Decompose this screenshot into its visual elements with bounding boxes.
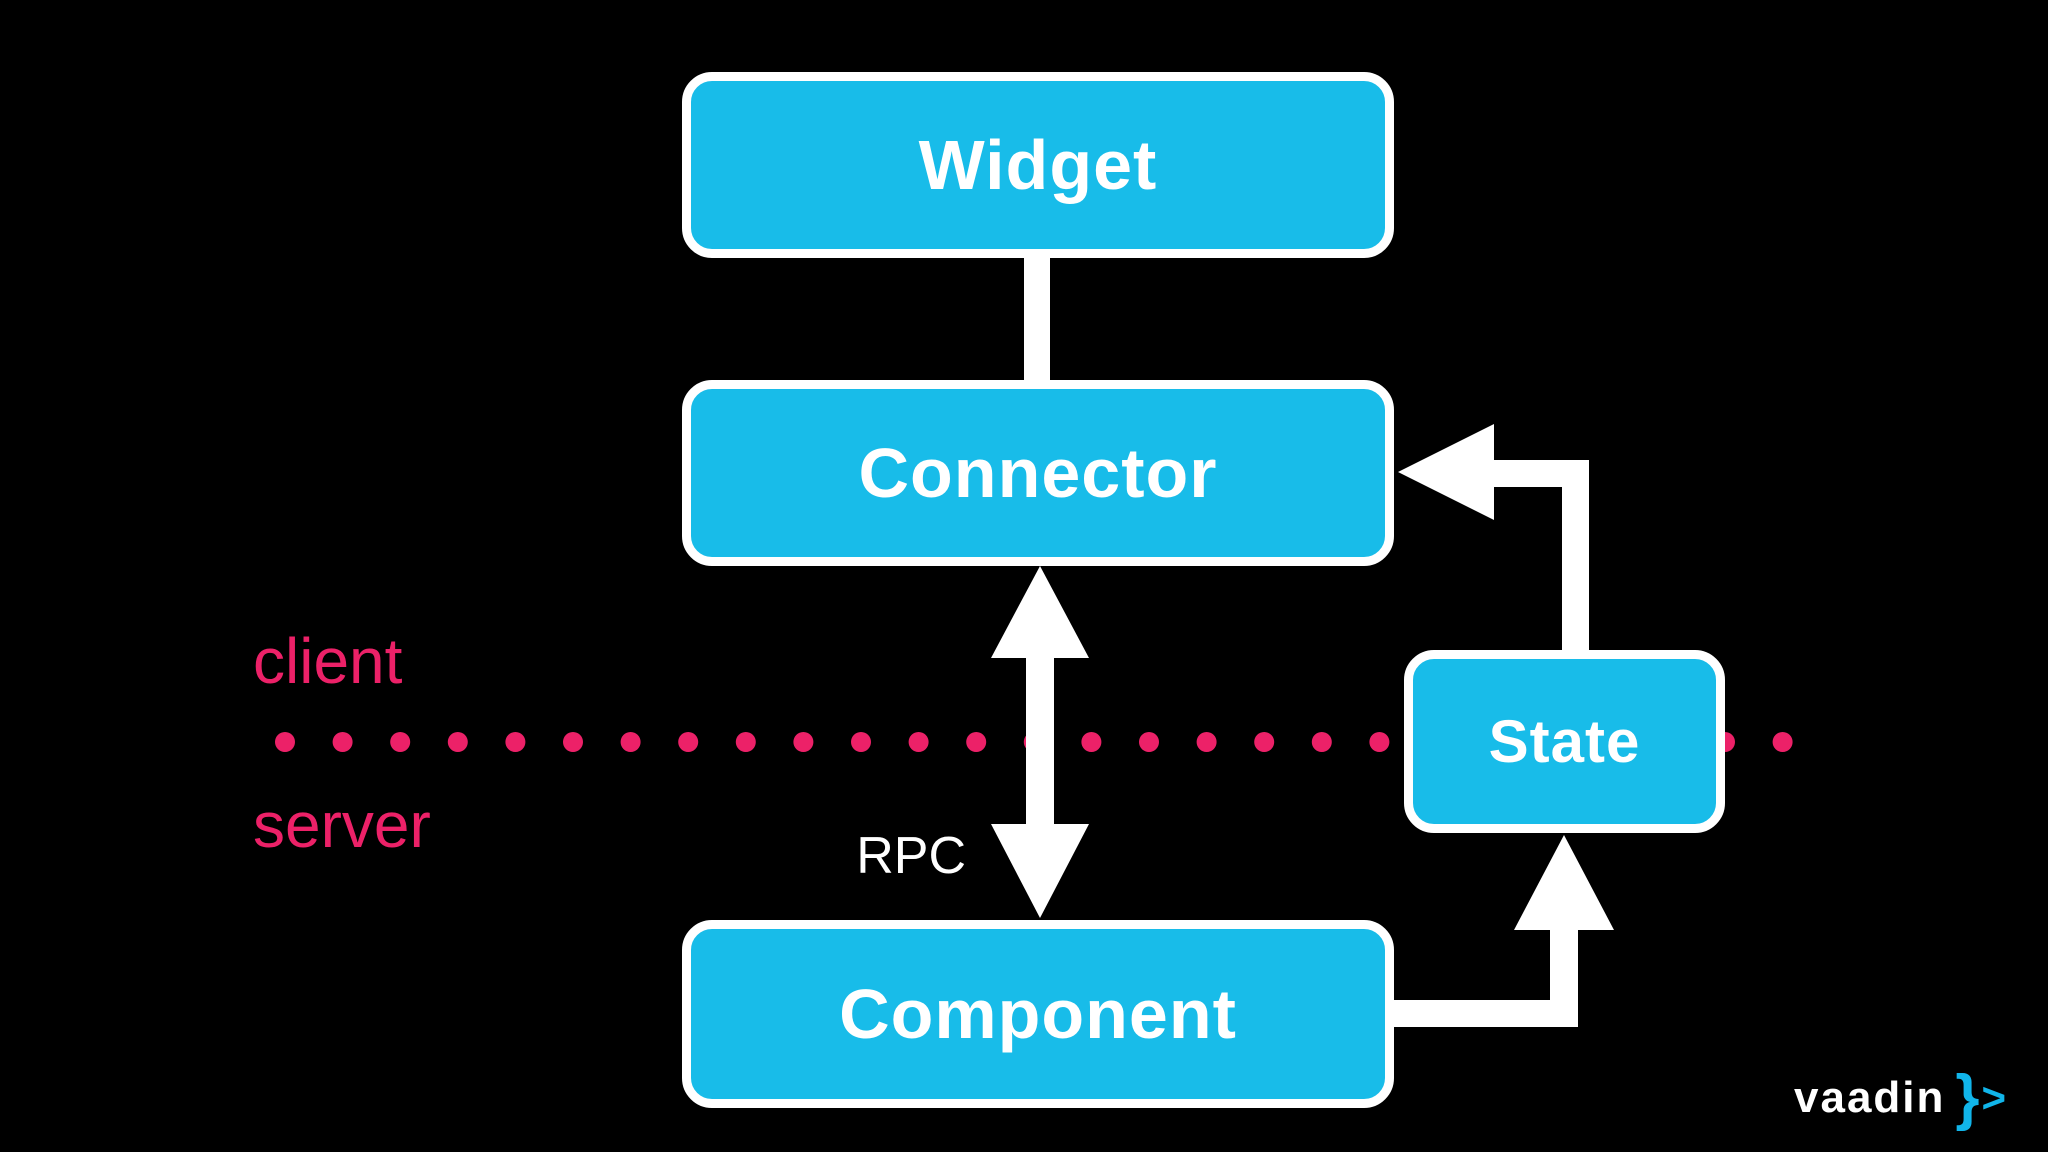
vaadin-logo-brace-icon: }	[1955, 1063, 1980, 1132]
node-state-label: State	[1488, 708, 1641, 775]
node-component-label: Component	[839, 975, 1237, 1053]
node-widget-label: Widget	[918, 126, 1158, 204]
edge-connector-component-double-arrow	[991, 566, 1089, 918]
rpc-edge-label: RPC	[856, 827, 966, 885]
node-widget: Widget	[682, 72, 1394, 258]
vaadin-logo: vaadin } >	[1794, 1056, 2006, 1132]
node-state: State	[1404, 650, 1725, 833]
node-connector-label: Connector	[858, 434, 1218, 512]
node-component: Component	[682, 920, 1394, 1108]
vaadin-logo-wordmark: vaadin	[1794, 1073, 1946, 1122]
edge-widget-connector-line	[1024, 252, 1050, 386]
edge-state-to-connector-arrow	[1398, 424, 1589, 652]
client-side-label: client	[253, 625, 403, 697]
vaadin-logo-chevron-icon: >	[1981, 1074, 2007, 1121]
server-side-label: server	[253, 789, 431, 861]
node-connector: Connector	[682, 380, 1394, 566]
edge-component-to-state-arrow	[1394, 835, 1614, 1027]
